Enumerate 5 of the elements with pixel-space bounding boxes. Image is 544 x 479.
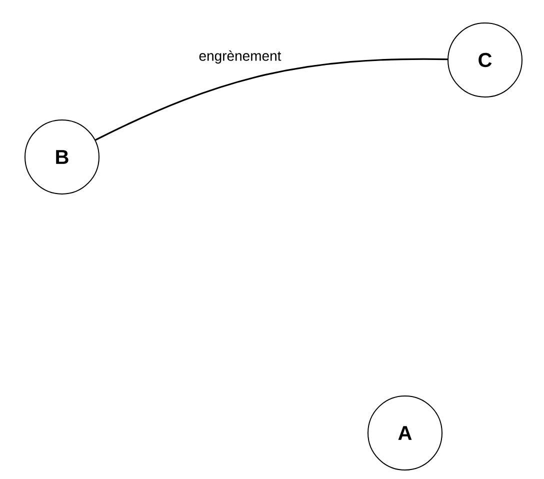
connector-line — [95, 58, 448, 141]
circle-node: B — [24, 120, 100, 194]
edge-label: engrènement — [198, 49, 282, 65]
circle-node: A — [368, 396, 442, 470]
circle-node: C — [448, 22, 522, 98]
